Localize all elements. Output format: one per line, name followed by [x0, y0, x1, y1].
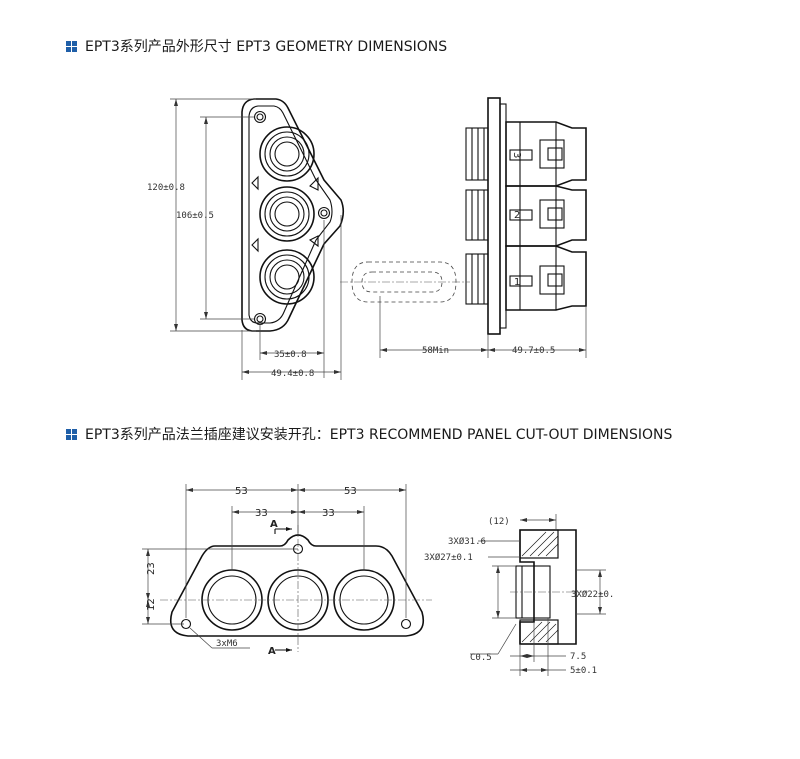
dim-pitch-35: 35±0.8: [274, 350, 307, 360]
dim-pitch-right: 33: [322, 508, 335, 519]
section-title-geometry: EPT3系列产品外形尺寸 EPT3 GEOMETRY DIMENSIONS: [66, 36, 447, 56]
connector-bottom: [465, 245, 587, 311]
dim-span-left: 53: [235, 486, 248, 497]
socket-bottom: [259, 249, 315, 305]
thread-callout: 3xM6: [216, 639, 238, 649]
blue-squares-icon: [66, 428, 77, 440]
dim-depth-497: 49.7±0.5: [512, 346, 555, 356]
dim-ref-12: (12): [488, 517, 510, 527]
section-title-geometry-text: EPT3系列产品外形尺寸 EPT3 GEOMETRY DIMENSIONS: [85, 39, 448, 55]
dim-height-inner: 106±0.5: [176, 211, 214, 221]
chamfer-callout: C0.5: [470, 653, 492, 663]
pin-label-1: 1: [514, 277, 520, 288]
dim-height-23: 23: [146, 562, 157, 575]
dim-height-12: 12: [146, 598, 157, 611]
pin-label-3: 3: [511, 152, 522, 158]
section-a-a-view: (12) 3XØ31.6 3XØ27±0.1 3XØ22±0. C0.5 7.5…: [424, 514, 614, 676]
connector-top: [465, 121, 587, 187]
socket-top: [259, 126, 315, 182]
dim-depth-75: 7.5: [570, 652, 586, 662]
section-marker-top: A: [270, 519, 278, 530]
dim-dia-316: 3XØ31.6: [448, 536, 486, 547]
section-title-cutout: EPT3系列产品法兰插座建议安装开孔：EPT3 RECOMMEND PANEL …: [66, 424, 672, 444]
socket-middle: [259, 186, 315, 242]
pin-label-2: 2: [514, 210, 520, 221]
dim-width-494: 49.4±0.8: [271, 369, 314, 379]
section-title-cutout-text: EPT3系列产品法兰插座建议安装开孔：EPT3 RECOMMEND PANEL …: [85, 427, 673, 443]
dim-pitch-left: 33: [255, 508, 268, 519]
dim-min-58: 58Min: [422, 346, 449, 356]
dim-span-right: 53: [344, 486, 357, 497]
dim-dia-22: 3XØ22±0.: [571, 589, 614, 600]
side-view: 3 2 1 58Min 49.7±0.5: [340, 97, 587, 358]
section-marker-bottom: A: [268, 646, 276, 657]
front-view: 120±0.8 106±0.5 35±0.8 49.4±0.8: [147, 98, 345, 380]
dim-height-outer: 120±0.8: [147, 183, 185, 193]
cutout-front-view: 53 53 33 33 A A 23 12 3xM6: [142, 484, 432, 657]
dim-depth-5: 5±0.1: [570, 666, 597, 676]
connector-middle: [465, 185, 587, 247]
dim-dia-27: 3XØ27±0.1: [424, 552, 473, 563]
blue-squares-icon: [66, 40, 77, 52]
